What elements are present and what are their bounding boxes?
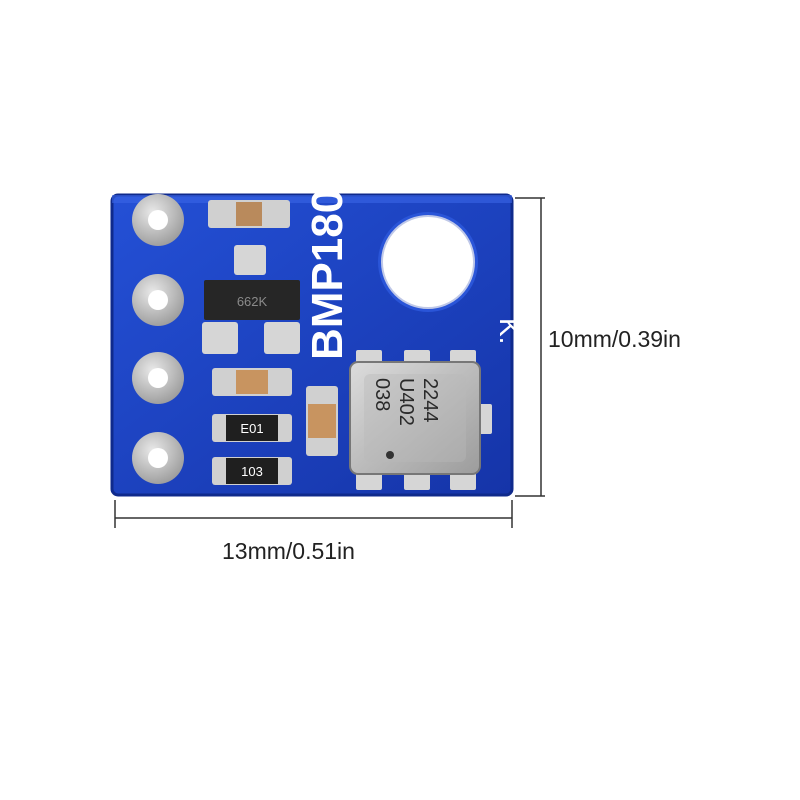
transistor-text: 662K <box>237 294 268 309</box>
header-pads <box>132 194 184 484</box>
height-dimension-line <box>515 197 545 497</box>
resistor-e01-text: E01 <box>240 421 263 436</box>
mounting-hole <box>378 212 478 312</box>
model-label: BMP180 <box>303 189 352 360</box>
transistor-pads-bottom <box>202 322 300 354</box>
sensor-text-group: 2244 U402 038 <box>371 378 441 426</box>
capacitor-top <box>208 200 290 228</box>
sensor-line-2: U402 <box>395 378 417 426</box>
pad-2 <box>132 274 184 326</box>
resistor-103-text: 103 <box>241 464 263 479</box>
width-dimension-line <box>114 500 513 528</box>
resistor-e01: E01 <box>212 414 292 442</box>
sensor-line-1: 2244 <box>419 378 441 423</box>
width-dimension-label: 13mm/0.51in <box>222 538 355 564</box>
k-mark: K. <box>494 318 525 344</box>
transistor-pad-top <box>234 245 266 275</box>
capacitor-vertical <box>306 386 338 456</box>
pad-4 <box>132 432 184 484</box>
height-dimension-label: 10mm/0.39in <box>548 326 681 352</box>
sensor-line-3: 038 <box>371 378 393 411</box>
pad-3 <box>132 352 184 404</box>
transistor-chip: 662K <box>204 280 300 320</box>
resistor-103: 103 <box>212 457 292 485</box>
sensor-chip: 2244 U402 038 <box>349 361 481 475</box>
capacitor-middle <box>212 368 292 396</box>
pad-1 <box>132 194 184 246</box>
